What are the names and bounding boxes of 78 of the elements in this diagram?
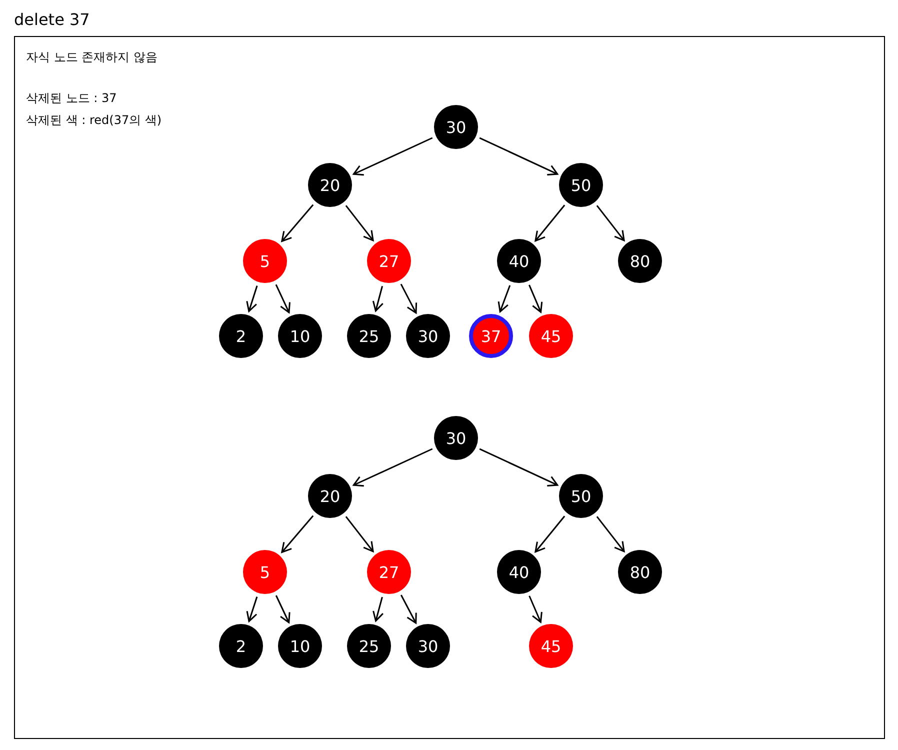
tree-node-circle — [618, 550, 662, 594]
tree-node-circle — [308, 474, 352, 518]
node-value: 37 — [480, 326, 502, 346]
node-value: 27 — [378, 252, 400, 270]
arrow — [275, 284, 290, 314]
node-value: 30 — [446, 118, 466, 136]
arrow — [246, 286, 258, 312]
arrow — [528, 284, 543, 313]
note-text: 자식 노드 존재하지 않음 — [26, 49, 158, 66]
node-value: 50 — [570, 486, 592, 506]
node-value: 50 — [570, 176, 592, 194]
node-value: 30 — [418, 636, 438, 656]
arrow — [528, 596, 542, 623]
tree-node-circle — [529, 314, 573, 358]
node-value: 80 — [630, 562, 650, 582]
tree-node-circle — [278, 314, 322, 358]
tree-node-circle — [434, 105, 478, 149]
arrow — [246, 596, 258, 622]
tree-node-circle — [347, 314, 391, 358]
tree-node-circle — [367, 239, 411, 283]
title: delete 37 — [14, 10, 90, 29]
frame-box — [14, 36, 885, 739]
node-value: 20 — [320, 176, 340, 194]
tree-node-circle — [219, 314, 263, 358]
node-value: 2 — [236, 326, 246, 346]
arrow — [345, 205, 374, 242]
arrow — [596, 205, 625, 242]
arrow — [352, 137, 433, 176]
tree-node-circle — [243, 239, 287, 283]
arrow — [479, 448, 558, 487]
node-value: 25 — [358, 636, 380, 656]
tree-node-circle — [497, 239, 541, 283]
tree-node-circle — [347, 624, 391, 668]
tree-node-circle — [243, 550, 287, 594]
tree-node-circle — [406, 624, 450, 668]
arrow — [400, 284, 418, 314]
node-value: 10 — [290, 326, 310, 346]
node-value: 10 — [290, 636, 310, 656]
arrow — [372, 286, 384, 312]
arrow — [534, 204, 566, 242]
arrow — [479, 137, 558, 176]
tree-node-circle — [219, 624, 263, 668]
note-text: 삭제된 색 : red(37의 색) — [26, 112, 162, 129]
arrow — [281, 204, 314, 242]
tree-node-circle — [618, 239, 662, 283]
arrow — [534, 516, 566, 553]
node-value: 30 — [418, 326, 438, 346]
tree-node-circle — [529, 624, 573, 668]
tree-node-circle — [434, 416, 478, 460]
arrow — [281, 515, 314, 553]
tree-node-circle — [278, 624, 322, 668]
node-value: 30 — [446, 428, 466, 448]
node-value: 25 — [358, 326, 380, 346]
node-value: 40 — [508, 562, 530, 582]
note-text: 삭제된 노드 : 37 — [26, 90, 117, 107]
node-value: 45 — [540, 636, 562, 656]
node-value: 80 — [630, 252, 650, 270]
tree-node-circle — [559, 474, 603, 518]
node-value: 2 — [236, 636, 246, 656]
arrow — [275, 595, 290, 624]
tree-node-circle — [469, 314, 513, 358]
arrow — [372, 596, 384, 622]
arrow — [345, 516, 374, 552]
arrow — [596, 516, 625, 552]
arrow — [400, 594, 417, 624]
tree-node-circle — [308, 163, 352, 207]
node-value: 40 — [508, 252, 530, 270]
arrow — [498, 285, 511, 312]
node-value: 20 — [320, 486, 340, 506]
tree-node-circle — [367, 550, 411, 594]
node-value: 5 — [260, 562, 270, 582]
tree-node-circle — [406, 314, 450, 358]
arrow — [352, 448, 433, 487]
node-value: 5 — [260, 252, 270, 270]
node-value: 45 — [540, 326, 562, 346]
tree-node-circle — [559, 163, 603, 207]
node-value: 27 — [378, 562, 400, 582]
tree-node-circle — [497, 550, 541, 594]
